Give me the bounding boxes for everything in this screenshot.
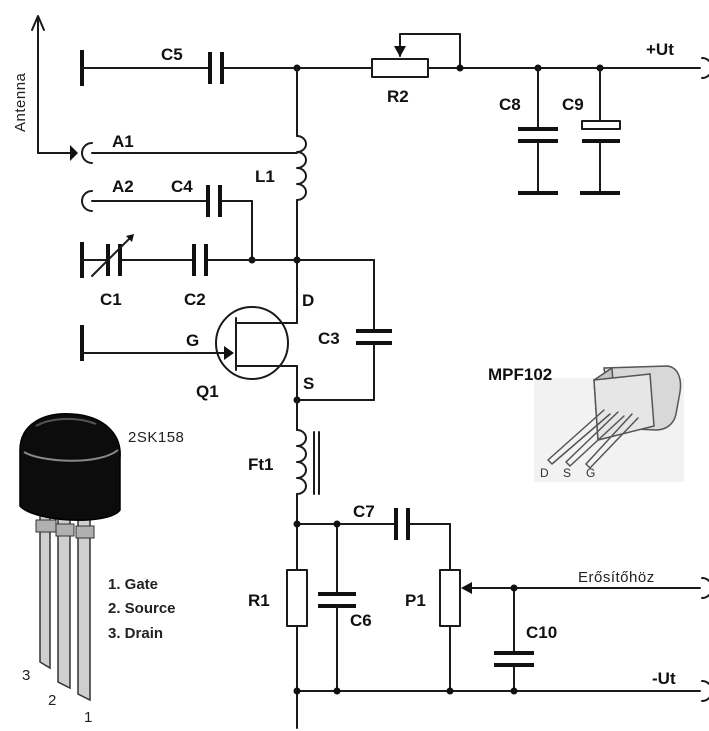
sk158-pin-source: 2. Source xyxy=(108,600,176,617)
antenna-label: Antenna xyxy=(12,72,29,132)
c3-capacitor xyxy=(296,329,392,401)
r1-label: R1 xyxy=(248,591,270,610)
s-label: S xyxy=(303,374,314,393)
c10-label: C10 xyxy=(526,623,557,642)
l1-label: L1 xyxy=(255,167,275,186)
d-label: D xyxy=(302,291,314,310)
c7-label: C7 xyxy=(353,502,375,521)
a2-label: A2 xyxy=(112,177,134,196)
sk158-pin-number-1: 1 xyxy=(84,709,93,726)
a2-terminal xyxy=(81,185,253,261)
c3-label: C3 xyxy=(318,329,340,348)
plus-ut-label: +Ut xyxy=(646,40,674,59)
c1-c2-row xyxy=(80,234,375,331)
sk158-pin-number-2: 2 xyxy=(48,692,57,709)
plus-ut-terminal xyxy=(701,57,709,79)
mpf102-package xyxy=(534,365,684,482)
c1-label: C1 xyxy=(100,290,122,309)
a1-label: A1 xyxy=(112,132,134,151)
ft1-label: Ft1 xyxy=(248,455,274,474)
mpf102-pin-g: G xyxy=(586,466,595,480)
sk158-title: 2SK158 xyxy=(128,429,184,446)
mpf102-pin-d: D xyxy=(540,466,549,480)
q1-jfet xyxy=(80,306,298,411)
ft1-choke xyxy=(296,399,320,525)
c9-label: C9 xyxy=(562,95,584,114)
p1-label: P1 xyxy=(405,591,426,610)
c2-label: C2 xyxy=(184,290,206,309)
c4-label: C4 xyxy=(171,177,193,196)
sk158-pin-drain: 3. Drain xyxy=(108,625,163,642)
c6-label: C6 xyxy=(350,611,372,630)
lower-network xyxy=(286,508,701,729)
mpf102-pin-s: S xyxy=(563,466,571,480)
antenna-symbol xyxy=(31,15,78,161)
minus-ut-label: -Ut xyxy=(652,669,676,688)
sk158-pin-gate: 1. Gate xyxy=(108,576,158,593)
erositohoz-label: Erősítőhöz xyxy=(578,569,655,586)
r2-label: R2 xyxy=(387,87,409,106)
g-label: G xyxy=(186,331,199,350)
c8-label: C8 xyxy=(499,95,521,114)
a1-terminal xyxy=(81,142,298,164)
q1-label: Q1 xyxy=(196,382,219,401)
mpf102-title: MPF102 xyxy=(488,365,552,384)
sk158-pin-number-3: 3 xyxy=(22,667,31,684)
c5-label: C5 xyxy=(161,45,183,64)
c8-capacitor xyxy=(518,67,558,195)
erositohoz-terminal xyxy=(701,577,709,599)
main-rail xyxy=(296,67,307,319)
c9-capacitor xyxy=(580,67,621,195)
top-rail xyxy=(80,33,701,86)
minus-ut-terminal xyxy=(701,680,709,702)
sk158-package xyxy=(19,413,121,702)
